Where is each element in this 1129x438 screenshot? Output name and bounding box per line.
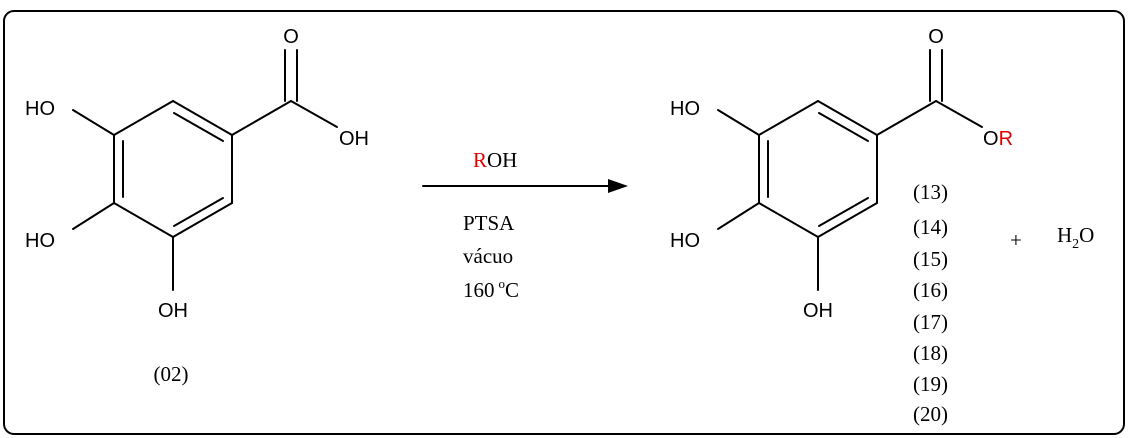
water-subscript: 2 bbox=[1072, 237, 1079, 252]
atom-ester-o: O bbox=[983, 128, 999, 150]
oh-bond bbox=[717, 202, 760, 230]
compound-number: (14) bbox=[913, 215, 948, 239]
compound-number: (16) bbox=[913, 278, 948, 302]
atom-carbonyl-o: O bbox=[928, 26, 944, 48]
compound-number: (17) bbox=[913, 310, 948, 334]
compound-number: (18) bbox=[913, 341, 948, 365]
atom-oh-mid: HO bbox=[25, 230, 55, 252]
plus-sign: + bbox=[1010, 228, 1022, 252]
reactant-structure: O OH HO HO OH bbox=[25, 26, 369, 322]
byproduct-water: H2O bbox=[1057, 223, 1094, 252]
product-structure: O OR HO HO OH bbox=[670, 26, 1013, 322]
scheme-frame bbox=[3, 10, 1125, 435]
oh-bond bbox=[72, 109, 115, 136]
compound-number: (13) bbox=[913, 180, 948, 204]
atom-acid-oh: OH bbox=[339, 128, 369, 150]
water-h: H bbox=[1057, 223, 1072, 247]
ring-bond bbox=[758, 202, 819, 238]
catalyst-label: PTSA bbox=[463, 211, 515, 235]
carboxyl-bond bbox=[231, 100, 292, 136]
compound-number: (15) bbox=[913, 247, 948, 271]
atom-oh-top: HO bbox=[670, 98, 700, 120]
reagent-oh: OH bbox=[487, 148, 517, 172]
atom-ester-or: OR bbox=[983, 128, 1013, 150]
atom-oh-bottom: OH bbox=[158, 300, 188, 322]
ring-bond bbox=[817, 100, 878, 136]
oh-bond bbox=[717, 109, 760, 136]
temperature-condition: 160 oC bbox=[463, 276, 519, 302]
ring-bond bbox=[113, 100, 174, 136]
reagent-roh: ROH bbox=[473, 148, 517, 172]
ring-bond bbox=[758, 100, 819, 136]
atom-oh-mid: HO bbox=[670, 230, 700, 252]
atom-carbonyl-o: O bbox=[283, 26, 299, 48]
compound-number: (20) bbox=[913, 402, 948, 426]
atom-ester-r-group: R bbox=[999, 128, 1013, 150]
compound-number-list: (13) (14) (15) (16) (17) (18) (19) (20) bbox=[913, 180, 948, 426]
water-o: O bbox=[1079, 223, 1094, 247]
ring-bond bbox=[172, 202, 233, 238]
acid-oh-bond bbox=[290, 100, 338, 128]
atom-oh-bottom: OH bbox=[803, 300, 833, 322]
ring-bond bbox=[817, 202, 878, 238]
temperature-degree: o bbox=[499, 276, 506, 291]
ester-bond bbox=[876, 100, 937, 136]
ring-double-bond bbox=[173, 112, 224, 142]
temperature-value: 160 bbox=[463, 278, 495, 302]
temperature-unit: C bbox=[505, 278, 519, 302]
ring-double-bond bbox=[818, 197, 869, 227]
reaction-arrow-head bbox=[608, 179, 628, 193]
ring-double-bond bbox=[173, 197, 224, 227]
ester-o-bond bbox=[935, 100, 983, 128]
compound-number: (19) bbox=[913, 372, 948, 396]
ring-bond bbox=[172, 100, 233, 136]
reagent-r-group: R bbox=[473, 148, 487, 172]
ring-double-bond bbox=[818, 112, 869, 142]
reactant-label: (02) bbox=[154, 362, 189, 386]
oh-bond bbox=[72, 202, 115, 230]
pressure-condition: vácuo bbox=[463, 244, 513, 268]
reaction-conditions: ROH PTSA vácuo 160 oC bbox=[422, 148, 628, 302]
ring-bond bbox=[113, 202, 174, 238]
atom-oh-top: HO bbox=[25, 98, 55, 120]
